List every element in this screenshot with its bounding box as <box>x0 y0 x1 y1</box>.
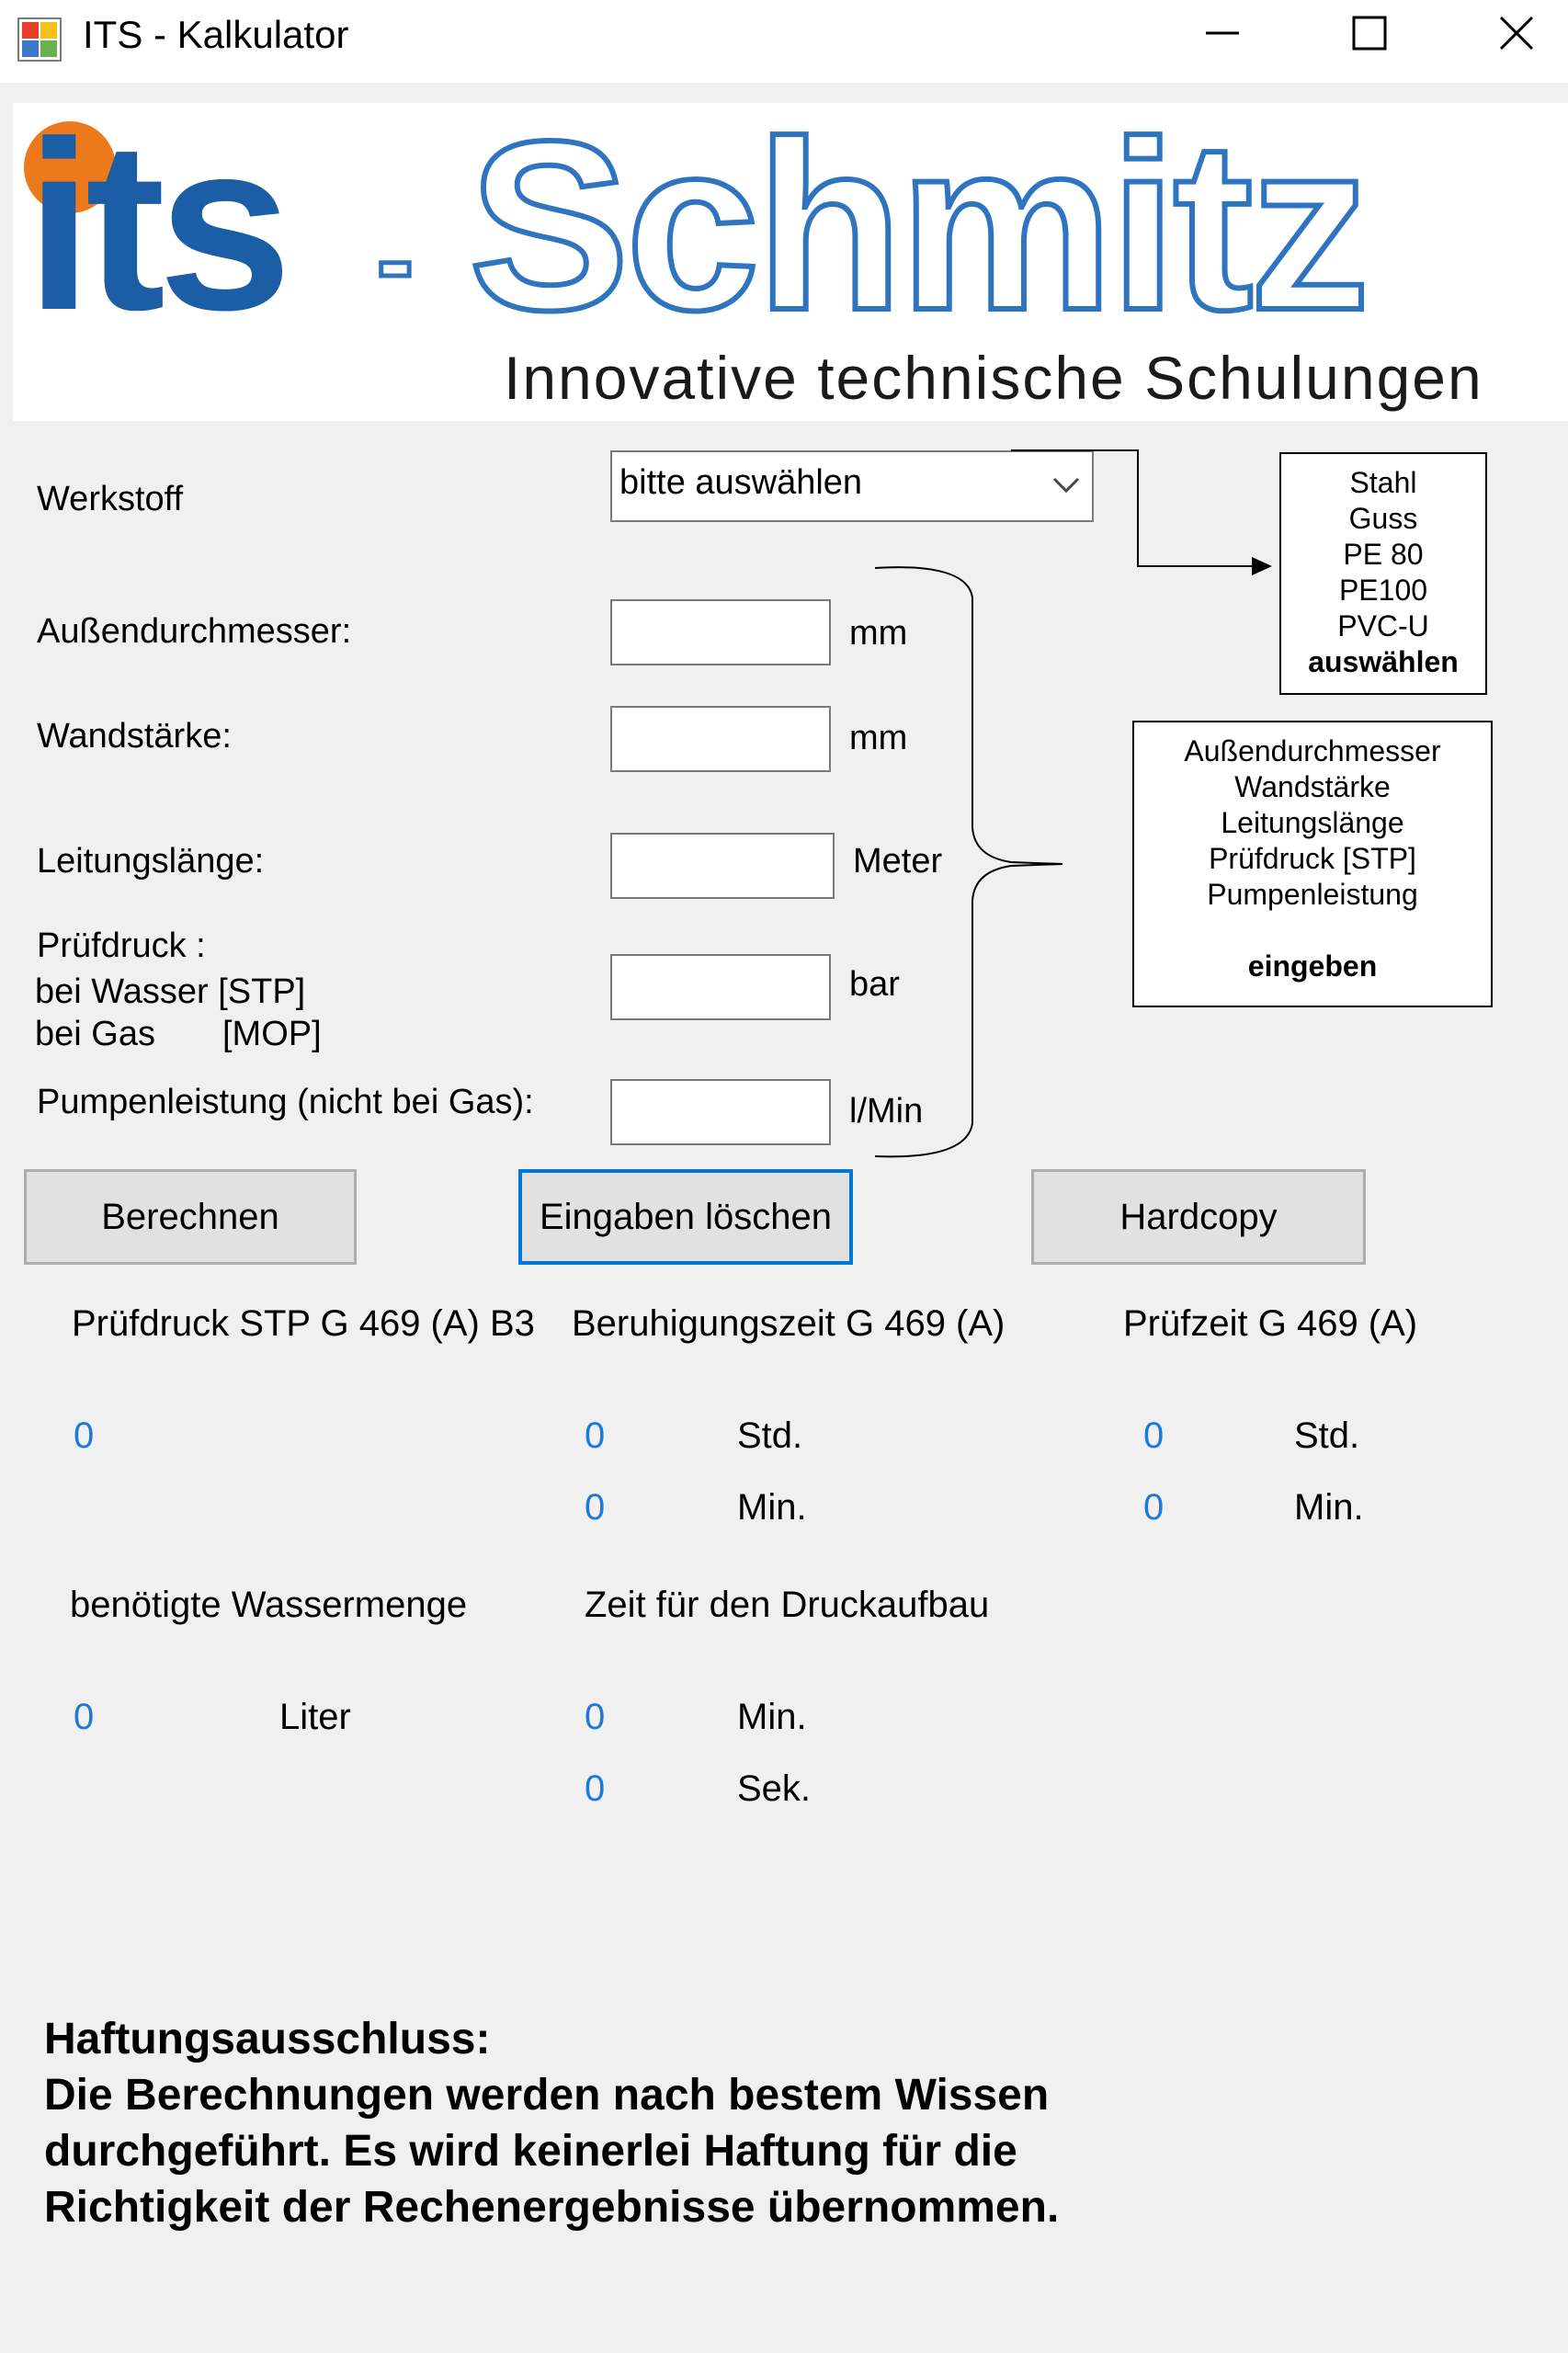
water-result-title: benötigte Wassermenge <box>70 1585 468 1625</box>
its-schmitz-logo: its - Schmitz Innovative technische Schu… <box>24 103 1483 412</box>
svg-text:its: its <box>26 103 285 360</box>
logo-banner: its - Schmitz Innovative technische Schu… <box>13 103 1568 421</box>
test-pressure-result-value: 0 <box>74 1415 95 1456</box>
wall-thickness-unit: mm <box>849 719 908 757</box>
material-combobox-value: bitte auswählen <box>619 463 863 502</box>
settle-minutes-unit: Min. <box>737 1487 807 1528</box>
callout-material-action: auswählen <box>1308 645 1459 678</box>
pump-unit: l/Min <box>849 1092 924 1131</box>
hardcopy-button[interactable]: Hardcopy <box>1031 1169 1366 1265</box>
pressure-build-minutes-unit: Min. <box>737 1697 807 1737</box>
window-title: ITS - Kalkulator <box>83 13 349 56</box>
disclaimer-heading: Haftungsausschluss: <box>44 2015 491 2063</box>
minimize-icon <box>1206 31 1239 35</box>
inputs-callout: Außendurchmesser Wandstärke Leitungsläng… <box>1132 721 1493 1007</box>
chevron-down-icon <box>1052 477 1080 494</box>
pipe-length-unit: Meter <box>853 842 943 881</box>
outer-diameter-unit: mm <box>849 614 908 653</box>
pump-label: Pumpenleistung (nicht bei Gas): <box>37 1083 534 1121</box>
test-time-hours-value: 0 <box>1143 1415 1165 1456</box>
pressure-build-result-title: Zeit für den Druckaufbau <box>585 1585 990 1625</box>
disclaimer: Haftungsausschluss: Die Berechnungen wer… <box>44 2011 1515 2235</box>
minimize-button[interactable] <box>1149 0 1296 66</box>
calculate-button[interactable]: Berechnen <box>24 1169 357 1265</box>
disclaimer-line: durchgeführt. Es wird keinerlei Haftung … <box>44 2127 1017 2176</box>
pipe-length-label: Leitungslänge: <box>37 842 265 881</box>
title-bar[interactable] <box>0 0 1568 83</box>
callout-input-item: Leitungslänge <box>1221 806 1404 839</box>
pressure-build-seconds-unit: Sek. <box>737 1768 812 1809</box>
annotation-connectors <box>874 449 1272 1158</box>
test-pressure-mop-label: [MOP] <box>222 1015 322 1053</box>
settle-hours-unit: Std. <box>737 1415 803 1456</box>
test-pressure-label: Prüfdruck : <box>37 926 206 965</box>
callout-input-item: Wandstärke <box>1234 770 1391 803</box>
callout-material-item: PVC-U <box>1337 609 1429 642</box>
disclaimer-line: Richtigkeit der Rechenergebnisse übernom… <box>44 2183 1060 2232</box>
test-pressure-gas-label: bei Gas <box>35 1015 155 1053</box>
callout-material-item: Guss <box>1348 502 1418 535</box>
close-button[interactable] <box>1443 0 1568 66</box>
test-pressure-water-label: bei Wasser [STP] <box>35 972 306 1011</box>
material-combobox[interactable]: bitte auswählen <box>610 450 1094 522</box>
water-result-unit: Liter <box>279 1697 351 1737</box>
callout-input-item: Außendurchmesser <box>1184 734 1441 767</box>
maximize-icon <box>1352 16 1387 51</box>
clear-inputs-button[interactable]: Eingaben löschen <box>518 1169 853 1265</box>
pressure-build-minutes-value: 0 <box>585 1697 606 1737</box>
callout-input-item: Prüfdruck [STP] <box>1209 842 1416 875</box>
callout-input-action: eingeben <box>1247 949 1378 983</box>
callout-material-item: PE100 <box>1338 574 1428 607</box>
callout-material-item: Stahl <box>1349 466 1417 499</box>
test-pressure-result-title: Prüfdruck STP G 469 (A) B3 <box>72 1303 535 1344</box>
pressure-build-seconds-value: 0 <box>585 1768 606 1809</box>
outer-diameter-label: Außendurchmesser: <box>37 612 352 651</box>
callout-input-item: Pumpenleistung <box>1207 878 1418 911</box>
water-result-value: 0 <box>74 1697 95 1737</box>
wall-thickness-label: Wandstärke: <box>37 717 232 756</box>
settle-time-result-title: Beruhigungszeit G 469 (A) <box>572 1303 1006 1344</box>
settle-minutes-value: 0 <box>585 1487 606 1528</box>
wall-thickness-input[interactable] <box>610 706 831 772</box>
test-pressure-input[interactable] <box>610 954 831 1020</box>
close-icon <box>1499 16 1534 51</box>
test-time-minutes-unit: Min. <box>1294 1487 1364 1528</box>
pump-input[interactable] <box>610 1079 831 1145</box>
outer-diameter-input[interactable] <box>610 599 831 665</box>
callout-material-item: PE 80 <box>1343 538 1424 571</box>
svg-text:-: - <box>377 199 414 322</box>
materials-callout: Stahl Guss PE 80 PE100 PVC-U auswählen <box>1279 452 1487 695</box>
material-label: Werkstoff <box>37 480 184 518</box>
test-time-minutes-value: 0 <box>1143 1487 1165 1528</box>
disclaimer-line: Die Berechnungen werden nach bestem Wiss… <box>44 2071 1050 2120</box>
maximize-button[interactable] <box>1296 0 1443 66</box>
test-time-result-title: Prüfzeit G 469 (A) <box>1123 1303 1418 1344</box>
app-icon <box>17 17 62 62</box>
test-pressure-unit: bar <box>849 965 900 1004</box>
logo-tagline: Innovative technische Schulungen <box>504 344 1483 412</box>
test-time-hours-unit: Std. <box>1294 1415 1360 1456</box>
pipe-length-input[interactable] <box>610 833 835 899</box>
settle-hours-value: 0 <box>585 1415 606 1456</box>
svg-text:Schmitz: Schmitz <box>469 103 1367 360</box>
